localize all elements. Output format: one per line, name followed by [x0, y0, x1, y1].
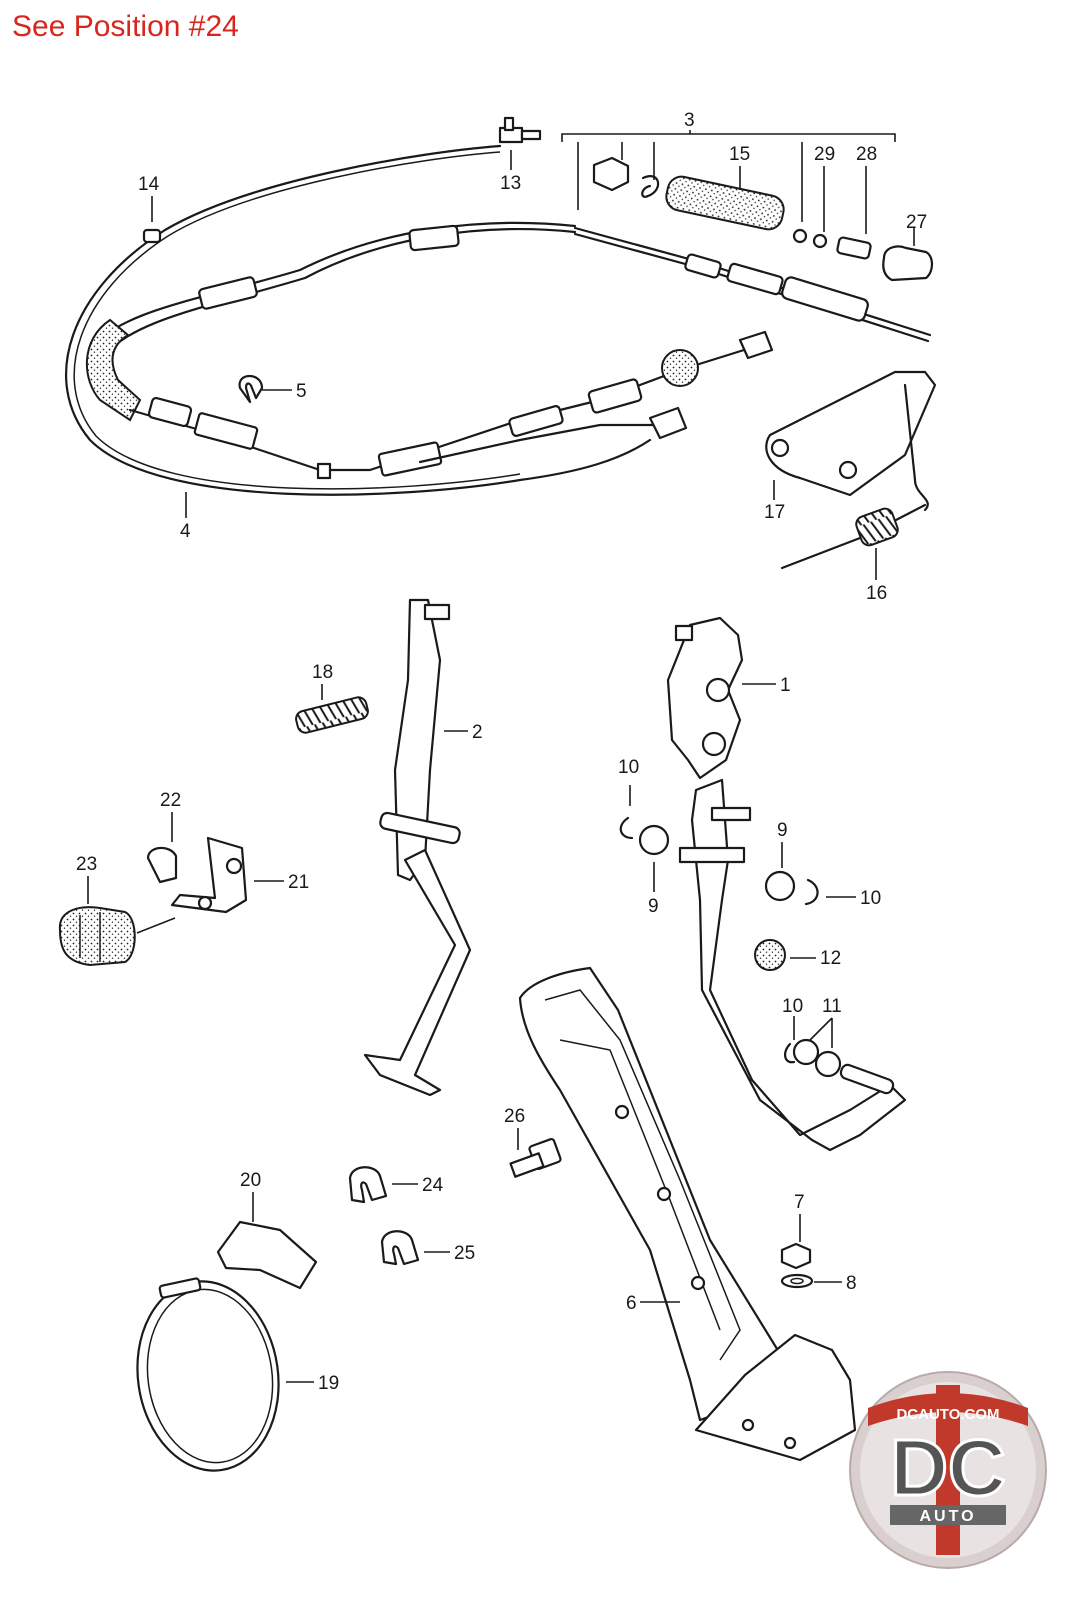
t-fitting	[498, 116, 542, 144]
callout-28: 28	[856, 144, 877, 165]
callout-7: 7	[794, 1192, 805, 1213]
logo-site-text: DCAUTO.COM	[896, 1406, 999, 1423]
callout-29: 29	[814, 144, 835, 165]
callout-10b: 10	[860, 888, 881, 909]
return-spring	[295, 696, 369, 734]
callout-14: 14	[138, 174, 160, 195]
clip-25	[380, 1230, 420, 1266]
callout-9a: 9	[777, 820, 788, 841]
callout-24: 24	[422, 1175, 444, 1196]
see-position-note: See Position #24	[12, 10, 239, 43]
callout-26: 26	[504, 1106, 525, 1127]
callout-12: 12	[820, 948, 841, 969]
callout-15: 15	[729, 144, 750, 165]
callout-22: 22	[160, 790, 181, 811]
callout-9b: 9	[648, 896, 659, 917]
callout-1: 1	[780, 675, 791, 696]
cable-end-cap	[142, 228, 162, 244]
logo-sub-text: AUTO	[919, 1508, 976, 1525]
callout-10c: 10	[782, 996, 803, 1017]
pedal-mount-assembly	[619, 616, 907, 1152]
callout-13: 13	[500, 173, 521, 194]
callout-20: 20	[240, 1170, 261, 1191]
rubber-boot-group	[592, 156, 934, 282]
callout-21: 21	[288, 872, 309, 893]
callout-2: 2	[472, 722, 483, 743]
callout-17: 17	[764, 502, 785, 523]
clip	[238, 374, 264, 404]
callout-8: 8	[846, 1273, 857, 1294]
accelerator-pedal	[518, 966, 857, 1462]
callout-23: 23	[76, 854, 97, 875]
callout-11: 11	[822, 996, 842, 1017]
callout-5: 5	[296, 381, 307, 402]
bracket-with-spring	[765, 370, 937, 570]
clip-24	[348, 1166, 388, 1204]
mounting-bracket-group	[58, 836, 248, 967]
callout-4: 4	[180, 521, 191, 542]
logo-mark-text: DC	[890, 1423, 1006, 1512]
callout-3: 3	[684, 110, 695, 131]
pedal-lever	[363, 598, 472, 1097]
pedal-block	[216, 1220, 318, 1290]
throttle-cable-assembly	[65, 116, 934, 496]
callout-10a: 10	[618, 757, 639, 778]
dcauto-logo: DCAUTO.COM DC AUTO	[849, 1371, 1047, 1569]
callout-27: 27	[906, 212, 927, 233]
callout-25: 25	[454, 1243, 475, 1264]
callout-16: 16	[866, 583, 887, 604]
callout-labels: 3 13 14 15 29 28 27 5 4 17 16 18 2 1 10 …	[76, 110, 927, 1394]
callout-19: 19	[318, 1373, 339, 1394]
leader-lines	[87, 130, 915, 1383]
bolt	[509, 1138, 562, 1178]
callout-18: 18	[312, 662, 333, 683]
hose-clamp	[136, 1277, 280, 1472]
callout-6: 6	[626, 1293, 637, 1314]
